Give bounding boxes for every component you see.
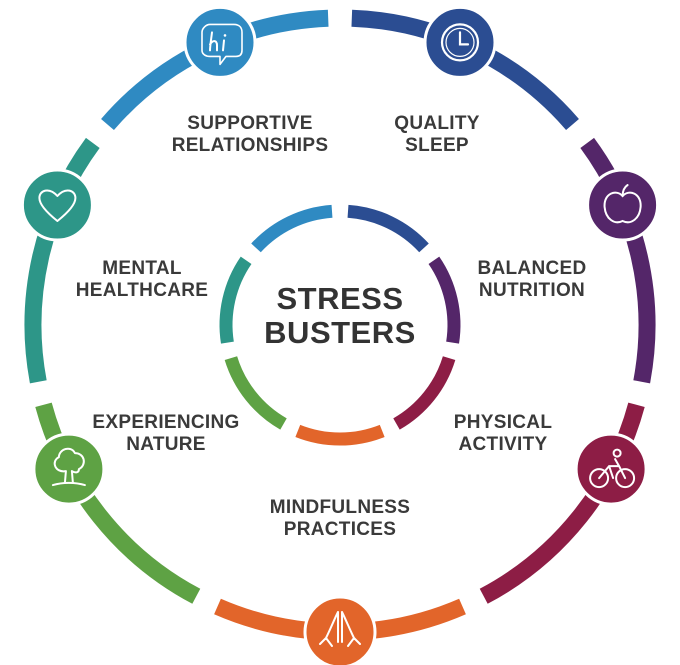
label-line-2: NATURE bbox=[126, 434, 206, 455]
praying-hands-icon bbox=[303, 595, 377, 665]
label-supportive-relationships: SUPPORTIVE RELATIONSHIPS bbox=[150, 113, 350, 157]
label-experiencing-nature: EXPERIENCING NATURE bbox=[66, 412, 266, 456]
tree-icon bbox=[32, 432, 106, 506]
inner-ring-segment-supportive-relationships bbox=[251, 204, 333, 253]
diagram-title: STRESS BUSTERS bbox=[240, 282, 440, 350]
label-mental-healthcare: MENTAL HEALTHCARE bbox=[42, 258, 242, 302]
icon-badge-experiencing-nature bbox=[32, 432, 106, 506]
label-line-2: HEALTHCARE bbox=[75, 280, 209, 301]
label-line-2: NUTRITION bbox=[478, 280, 586, 301]
inner-ring-segment-balanced-nutrition bbox=[428, 256, 461, 344]
label-physical-activity: PHYSICAL ACTIVITY bbox=[403, 412, 603, 456]
inner-ring-segment-mental-healthcare bbox=[219, 256, 252, 344]
inner-ring-segment-physical-activity bbox=[393, 356, 456, 430]
apple-icon bbox=[586, 168, 660, 242]
outer-ring-segment-mental-healthcare bbox=[24, 137, 100, 384]
outer-ring-segment-physical-activity bbox=[479, 402, 645, 604]
icon-badge-mental-healthcare bbox=[20, 168, 94, 242]
outer-ring-segment-experiencing-nature bbox=[35, 402, 201, 604]
label-line-1: SUPPORTIVE bbox=[187, 113, 313, 134]
clock-icon bbox=[423, 5, 497, 79]
icon-badge-supportive-relationships bbox=[183, 5, 257, 79]
title-line-1: STRESS bbox=[276, 281, 404, 316]
label-line-1: QUALITY bbox=[394, 113, 480, 134]
label-quality-sleep: QUALITY SLEEP bbox=[337, 113, 537, 157]
label-line-1: MINDFULNESS bbox=[269, 497, 411, 518]
inner-ring bbox=[219, 204, 461, 446]
icon-badge-mindfulness-practices bbox=[303, 595, 377, 665]
label-line-1: MENTAL bbox=[102, 258, 182, 279]
label-line-2: ACTIVITY bbox=[458, 434, 548, 455]
outer-ring-segment-balanced-nutrition bbox=[580, 137, 656, 384]
label-line-1: EXPERIENCING bbox=[92, 412, 240, 433]
label-balanced-nutrition: BALANCED NUTRITION bbox=[432, 258, 632, 302]
cyclist-icon bbox=[574, 432, 648, 506]
outer-ring bbox=[24, 9, 656, 641]
label-line-1: BALANCED bbox=[477, 258, 587, 279]
label-line-2: SLEEP bbox=[405, 135, 469, 156]
inner-ring-segment-experiencing-nature bbox=[224, 356, 287, 430]
icon-layer bbox=[20, 5, 660, 665]
hi-speech-bubble-icon bbox=[183, 5, 257, 79]
label-mindfulness-practices: MINDFULNESS PRACTICES bbox=[240, 497, 440, 541]
label-line-1: PHYSICAL bbox=[453, 412, 553, 433]
inner-ring-segment-mindfulness-practices bbox=[295, 424, 385, 446]
icon-badge-balanced-nutrition bbox=[586, 168, 660, 242]
label-line-2: PRACTICES bbox=[283, 519, 397, 540]
title-line-2: BUSTERS bbox=[264, 315, 416, 350]
heart-icon bbox=[20, 168, 94, 242]
inner-ring-segment-quality-sleep bbox=[347, 204, 429, 253]
label-line-2: RELATIONSHIPS bbox=[171, 135, 329, 156]
